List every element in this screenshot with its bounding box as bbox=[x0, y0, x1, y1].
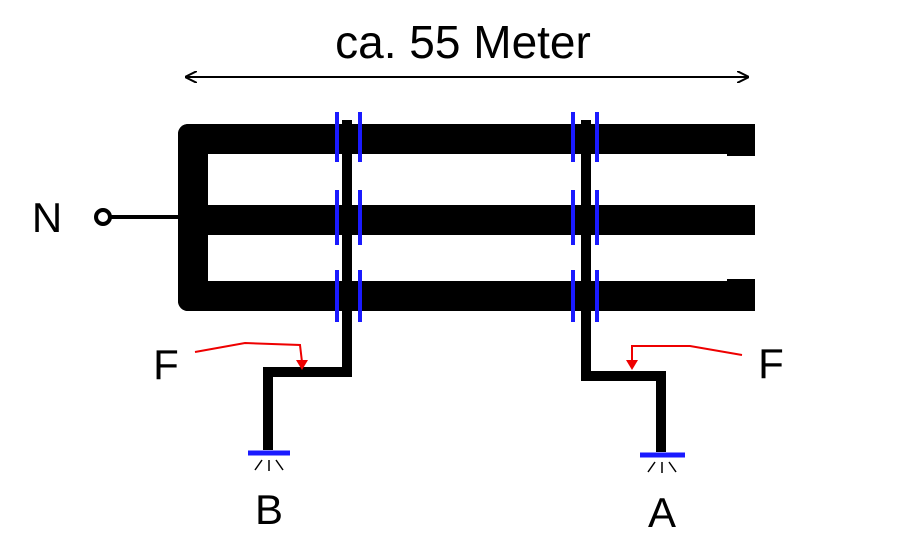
fault-right-line bbox=[631, 345, 743, 362]
frame-right-stub-bottom bbox=[727, 279, 755, 311]
ray bbox=[254, 459, 263, 471]
ground-rays bbox=[254, 459, 677, 473]
frame-middle-bar bbox=[178, 205, 755, 235]
fault-left-arrowhead bbox=[296, 360, 308, 370]
branch-b-wire bbox=[263, 120, 352, 450]
fault-left-line bbox=[194, 341, 303, 363]
frame-top-bar bbox=[178, 124, 755, 154]
ray bbox=[647, 461, 656, 473]
fault-right-arrowhead bbox=[626, 360, 638, 370]
fault-label-left: F bbox=[153, 341, 179, 388]
ray bbox=[668, 461, 677, 473]
cut-markers bbox=[335, 112, 599, 322]
cable-frame bbox=[178, 124, 755, 311]
fault-label-right: F bbox=[758, 340, 784, 387]
branch-a-wire bbox=[581, 120, 666, 452]
ray bbox=[275, 459, 284, 471]
n-terminal-circle bbox=[94, 208, 112, 226]
frame-bottom-bar bbox=[178, 281, 755, 311]
dimension-label: ca. 55 Meter bbox=[335, 16, 591, 68]
terminal-label-a: A bbox=[648, 489, 676, 536]
terminal-label-b: B bbox=[255, 486, 283, 533]
frame-right-stub-top bbox=[727, 124, 755, 156]
terminal-label-n: N bbox=[32, 194, 62, 241]
